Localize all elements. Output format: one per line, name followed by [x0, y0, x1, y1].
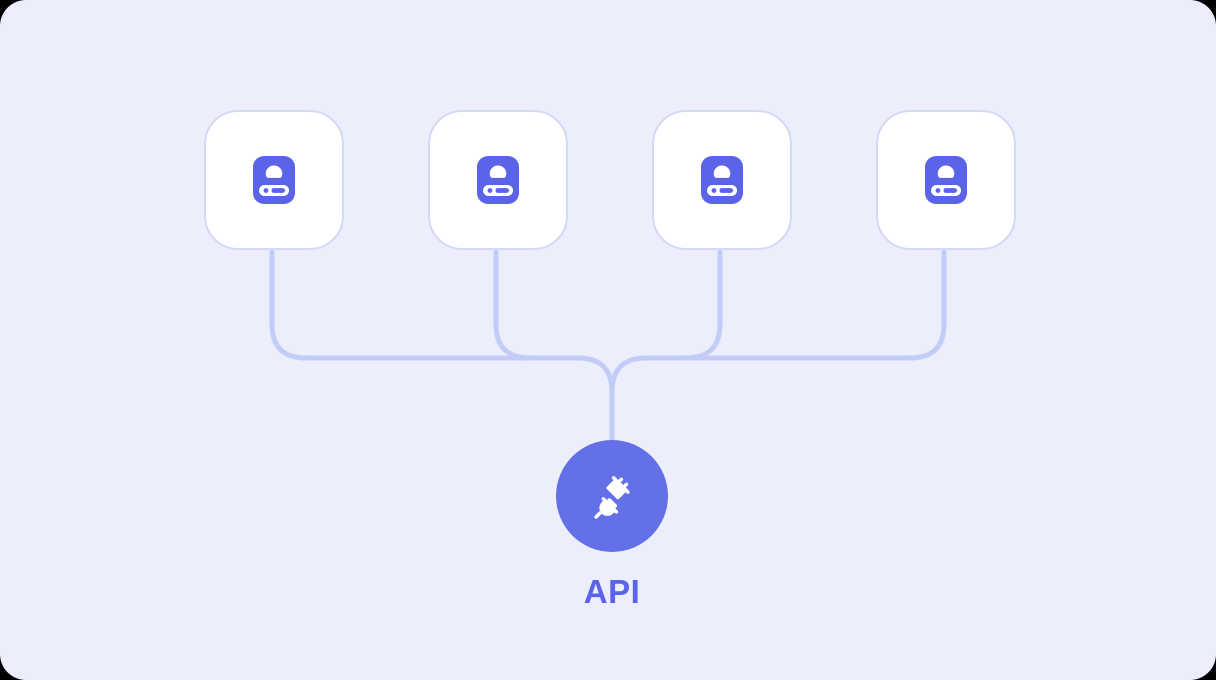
node-card-4[interactable] [876, 110, 1016, 250]
connector-node-4 [643, 249, 947, 361]
cloud-server-icon [925, 156, 967, 204]
connector-junction-right [609, 355, 649, 395]
connector-node-1 [269, 249, 581, 361]
node-card-1[interactable] [204, 110, 344, 250]
cloud-server-icon [253, 156, 295, 204]
api-hub-node[interactable] [556, 440, 668, 552]
node-card-3[interactable] [652, 110, 792, 250]
api-hub-label: API [583, 573, 641, 610]
connector-node-3 [643, 249, 723, 361]
plug-icon [594, 476, 630, 519]
cloud-server-icon [701, 156, 743, 204]
node-card-2[interactable] [428, 110, 568, 250]
connector-node-2 [493, 249, 581, 361]
cloud-server-icon [477, 156, 519, 204]
connector-junction-left [575, 355, 615, 395]
